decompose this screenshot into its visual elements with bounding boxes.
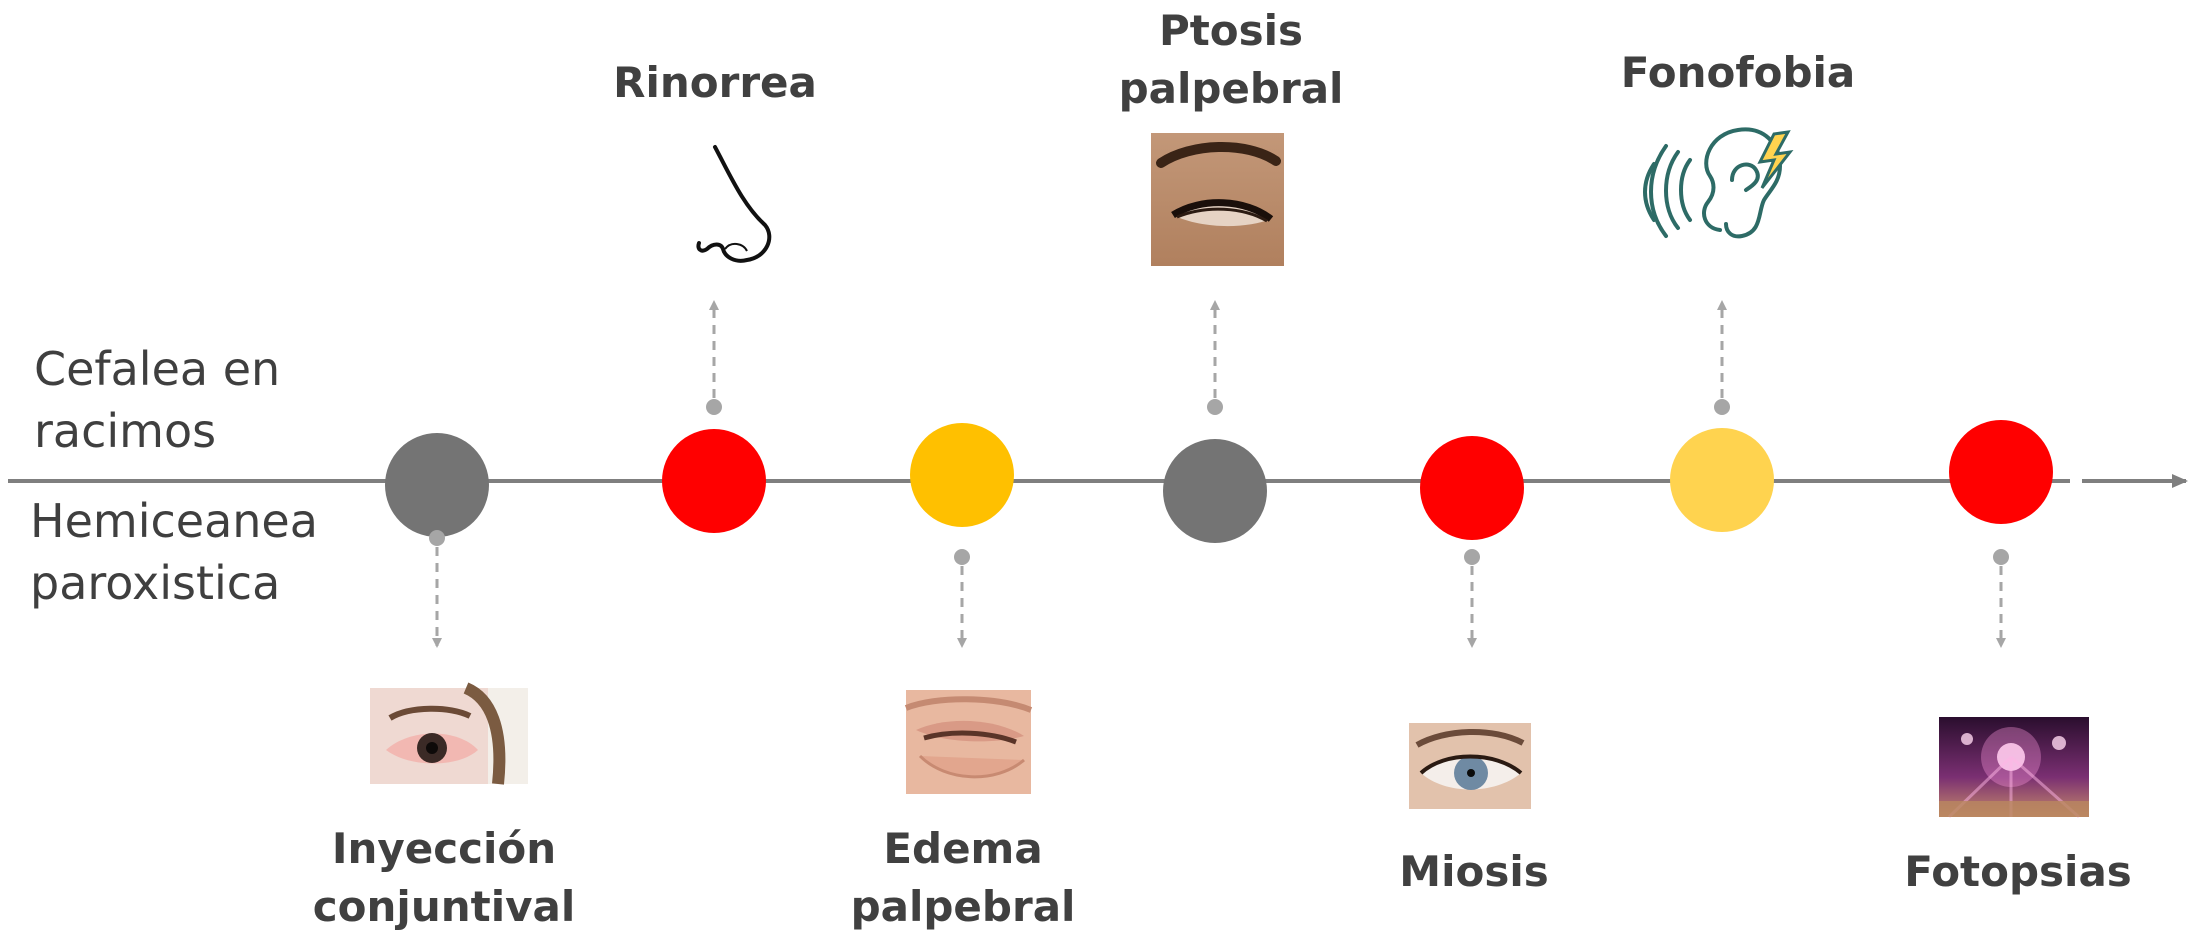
node-inyeccion [385,433,489,537]
connector-dot-ptosis [1207,399,1223,415]
small-pupil-eye-photo-icon [1409,723,1531,809]
connector-dot-inyeccion [429,530,445,546]
node-fonofobia [1670,428,1774,532]
label-fotopsias: Fotopsias [1904,843,2132,901]
flashing-lights-photo-icon [1939,717,2089,817]
node-ptosis [1163,439,1267,543]
node-miosis [1420,436,1524,540]
nose-icon [698,147,769,261]
label-fonofobia: Fonofobia [1621,44,1856,102]
node-fotopsias [1949,420,2053,524]
node-edema [910,423,1014,527]
connector-dot-edema [954,549,970,565]
label-inyeccion-conjuntival: Inyección conjuntival [313,820,575,936]
red-eye-photo-icon [370,688,528,784]
connector-dot-rinorrea [706,399,722,415]
swollen-eyelid-photo-icon [906,690,1031,794]
connector-dot-fotopsias [1993,549,2009,565]
label-edema-palpebral: Edema palpebral [851,820,1076,936]
drooping-eyelid-photo-icon [1151,133,1284,266]
label-ptosis-palpebral: Ptosis palpebral [1119,2,1344,118]
ear-sound-icon [1645,129,1790,236]
connector-dot-fonofobia [1714,399,1730,415]
label-miosis: Miosis [1399,843,1548,901]
node-rinorrea [662,429,766,533]
label-rinorrea: Rinorrea [613,54,817,112]
connector-dot-miosis [1464,549,1480,565]
